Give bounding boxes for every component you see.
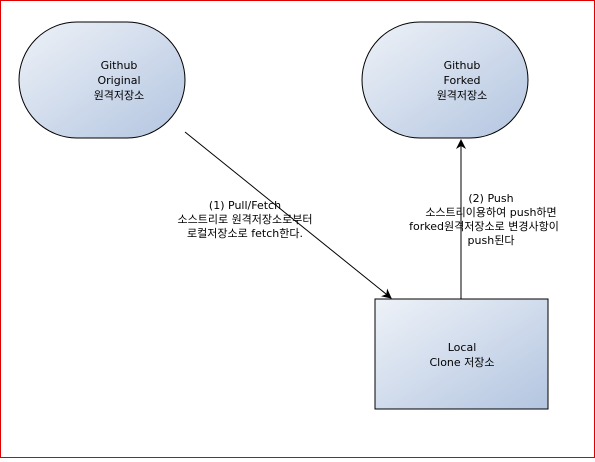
edge-push-label-3: forked원격저장소로 변경사항이 bbox=[409, 220, 559, 233]
edge-pull-label-3: 로컬저장소로 fetch한다. bbox=[187, 227, 303, 240]
node-github-original: Github Original 원격저장소 bbox=[18, 21, 186, 139]
node-github-forked: Github Forked 원격저장소 bbox=[361, 21, 529, 139]
edge-pull-arrow bbox=[184, 131, 392, 299]
edge-pull-fetch: (1) Pull/Fetch 소스트리로 원격저장소로부터 로컬저장소로 fet… bbox=[177, 131, 392, 299]
node-original-line-1: Github bbox=[101, 59, 138, 72]
node-forked-line-1: Github bbox=[444, 59, 481, 72]
node-local-line-2: Clone 저장소 bbox=[429, 356, 494, 369]
node-forked-line-2: Forked bbox=[444, 74, 481, 87]
edge-push-label-1: (2) Push bbox=[468, 192, 513, 205]
edge-push-label-2: 소스트리이용하여 push하면 bbox=[425, 205, 556, 219]
edge-pull-label-1: (1) Pull/Fetch bbox=[209, 199, 281, 212]
edge-push: (2) Push 소스트리이용하여 push하면 forked원격저장소로 변경… bbox=[409, 139, 559, 299]
edge-pull-label-2: 소스트리로 원격저장소로부터 bbox=[177, 213, 312, 226]
node-forked-line-3: 원격저장소 bbox=[437, 89, 488, 102]
node-original-line-2: Original bbox=[97, 74, 140, 87]
node-local-line-1: Local bbox=[448, 341, 477, 354]
node-local-clone: Local Clone 저장소 bbox=[374, 298, 549, 410]
node-original-line-3: 원격저장소 bbox=[94, 89, 145, 102]
edge-push-label-4: push된다 bbox=[468, 234, 515, 247]
